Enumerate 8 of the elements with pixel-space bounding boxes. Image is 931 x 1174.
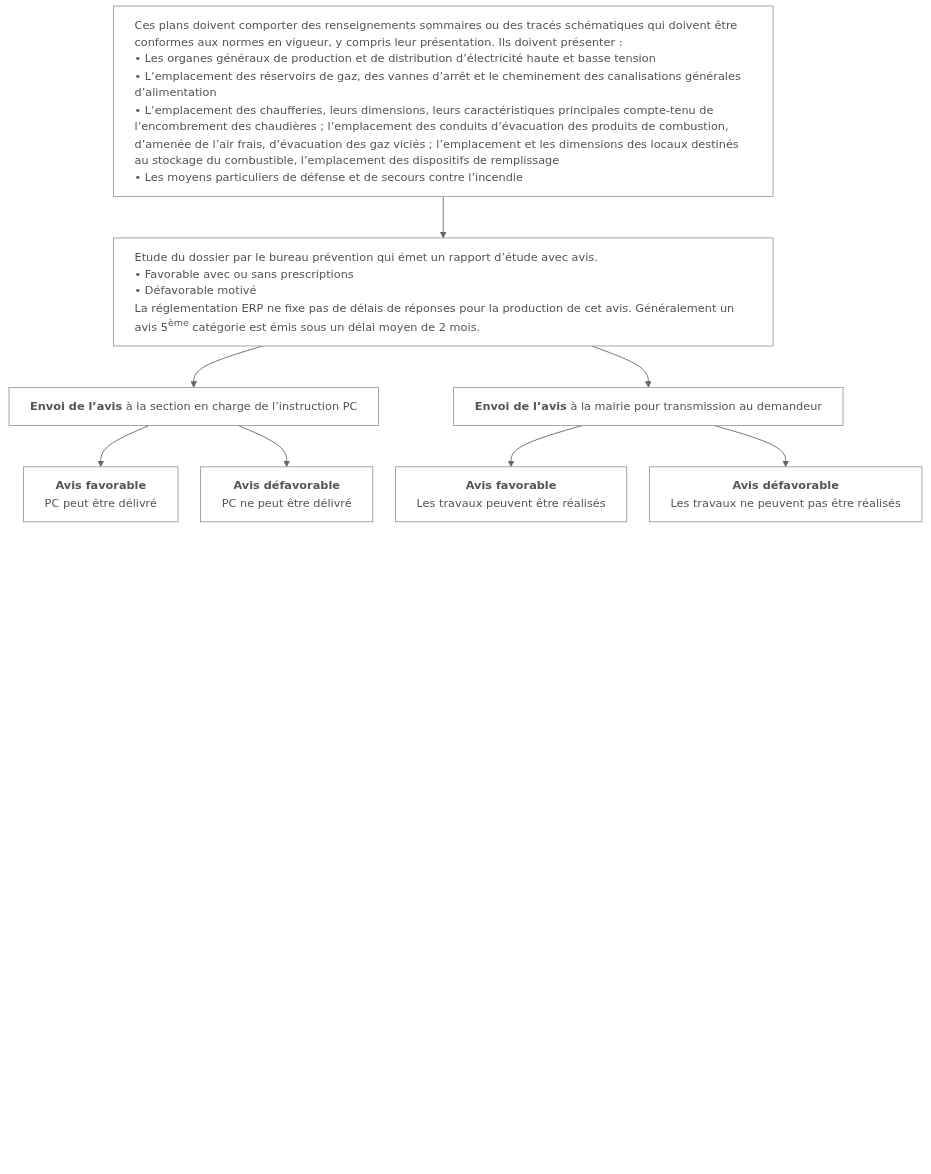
node-box: Avis défavorable Les travaux ne peuvent pas être réalisés (648, 466, 923, 523)
node-box: Avis défavorable PC ne peut être délivré (200, 466, 374, 523)
node-box: Avis favorable Les travaux peuvent être réalisés (395, 466, 628, 523)
node-box: Ces plans doivent comporter des renseignements sommaires ou des tracés schématiques qui doivent être conformes aux normes en vigueur, y compris leur présentation. Ils doivent présenter : • Les organes généraux de production et de distribution d’électricité haute et basse tension • L’emplacement des réservoirs de gaz, des vannes d’arrêt et le cheminement des canalisations générales d’alimentation • L’emplacement des chaufferies, leurs dimensions, leurs caractéristiques principales compte-tenu de l’encombrement des chaudières ; l’emplacement des conduits d’évacuation des produits de combustion, d’amenée de l’air frais, d’évacuation des gaz viciés ; l’emplacement et les dimensions des locaux destinés au stockage du combustible, l’emplacement des dispositifs de remplissage • Les moyens particuliers de défense et de secours contre l’incendie (113, 5, 774, 197)
node-box: Etude du dossier par le bureau prévention qui émet un rapport d’étude avec avis. • Favorable avec ou sans prescriptions • Défavorable motivé La réglementation ERP ne fixe pas de délais de réponses pour la production de cet avis. Généralement un avis 5$^{ème}$ catégorie est émis sous un délai moyen de 2 mois. (113, 237, 774, 347)
node-box: Envoi de l’avis à la mairie pour transmission au demandeur (453, 387, 844, 426)
node-box: Avis favorable PC peut être délivré (23, 466, 179, 523)
node-box: Envoi de l’avis à la section en charge de l’instruction PC (8, 387, 379, 426)
